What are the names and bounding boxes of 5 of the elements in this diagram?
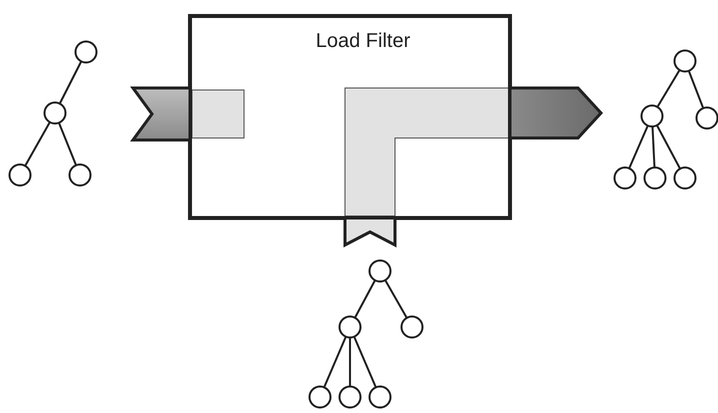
input-port-flag <box>130 86 192 142</box>
input-port-flag <box>344 216 396 248</box>
box-title: Load Filter <box>314 30 412 53</box>
filter-box <box>188 14 512 220</box>
output-port-arrow <box>508 86 604 140</box>
